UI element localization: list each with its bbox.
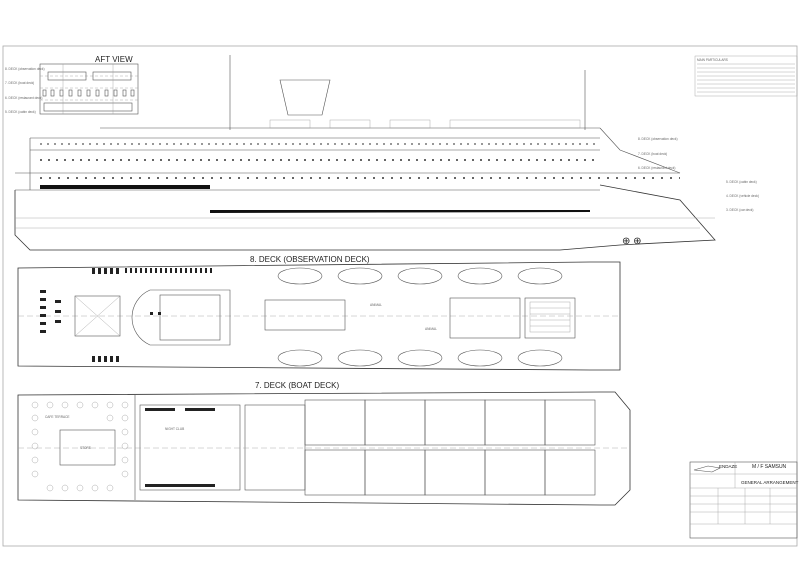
profile-deck-label: 4. DECK (vehicle deck): [726, 194, 759, 198]
title-block: ENDAZE M / F SAMSUN GENERAL ARRANGEMENT: [689, 461, 799, 539]
night-club-label: NIGHT CLUB: [165, 427, 184, 431]
drawing-border: [2, 45, 798, 547]
profile-deck-label: 3. DECK (car deck): [726, 208, 753, 212]
profile-deck-label: 8. DECK (observation deck): [638, 137, 678, 141]
ship-profile: ⊕ ⊕ 8. DECK (observation deck) 7. DECK (…: [14, 55, 759, 251]
deck-7-title: 7. DECK (BOAT DECK): [255, 381, 340, 390]
hull-stripe: [40, 185, 210, 189]
waterline-stripe: [210, 210, 590, 213]
cafe-terrace-label: CAFE TERRACE: [45, 415, 70, 419]
aft-view-title: AFT VIEW: [95, 55, 133, 64]
animal-area-label: ANIMAL: [370, 303, 382, 307]
aft-deck-label: 7. DECK (boat deck): [5, 81, 34, 85]
profile-deck-label: 6. DECK (restaurant deck): [638, 166, 675, 170]
aft-deck-label: 6. DECK (restaurant deck): [5, 96, 42, 100]
company-name: ENDAZE: [719, 464, 737, 469]
aft-deck-label: 5. DECK (cabin deck): [5, 110, 36, 114]
deck-8-seating: [40, 268, 212, 362]
particulars-heading: MAIN PARTICULARS: [697, 58, 728, 62]
aft-view: AFT VIEW 8. DECK (observation deck) 7. D…: [5, 55, 139, 115]
store-label: STORE: [80, 446, 91, 450]
deck-8-plan: 8. DECK (OBSERVATION DECK) ANIMAL ANIMAL: [17, 255, 621, 371]
profile-deck-label: 5. DECK (cabin deck): [726, 180, 757, 184]
sheet-title: GENERAL ARRANGEMENT: [741, 480, 799, 485]
aft-deck-label: 8. DECK (observation deck): [5, 67, 45, 71]
vessel-name: M / F SAMSUN: [752, 464, 787, 470]
deck-7-plan: 7. DECK (BOAT DECK) CAFE TERRACE STORE N…: [17, 381, 631, 506]
propeller-icon: ⊕ ⊕: [622, 236, 642, 247]
animal-area-label: ANIMAL: [425, 327, 437, 331]
profile-deck-label: 7. DECK (boat deck): [638, 152, 667, 156]
company-logo-icon: [693, 465, 721, 473]
cafe-terrace-tables: [31, 401, 129, 492]
deck-8-title: 8. DECK (OBSERVATION DECK): [250, 255, 370, 264]
main-particulars-table: MAIN PARTICULARS: [694, 55, 798, 97]
